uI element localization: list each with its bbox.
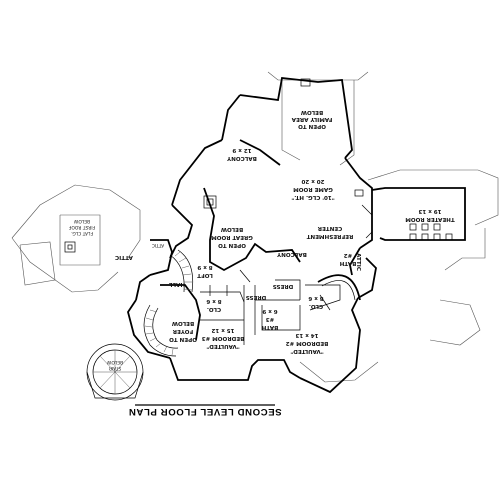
label-theater: THEATER ROOM 19 x 13 xyxy=(405,208,455,222)
label-attic-small-line1: ATTIC xyxy=(152,242,164,248)
label-clo-left-line2: 8 x 6 xyxy=(206,298,221,304)
label-open-family-line2: FAMILY AREA xyxy=(291,116,332,122)
label-open-foyer-line2: FOYER xyxy=(172,328,193,334)
label-open-great: OPEN TO GREAT ROOM BELOW xyxy=(211,226,253,248)
label-stair-below: STAIR BELOW xyxy=(106,359,123,371)
label-attic-right-line1: ATTIC xyxy=(355,253,361,271)
label-open-foyer: OPEN TO FOYER BELOW xyxy=(169,320,197,342)
label-stair-below-line2: BELOW xyxy=(106,359,123,365)
label-clo-right-line1: CLO. xyxy=(309,303,323,309)
label-refreshment-line1: REFRESHMENT xyxy=(306,233,353,239)
label-hall: HALL xyxy=(168,281,185,287)
label-attic-right: ATTIC xyxy=(355,253,361,271)
label-flat-clg-line3: BELOW xyxy=(73,218,90,224)
label-open-family-line3: BELOW xyxy=(301,109,323,115)
label-game-room: "10' CLG. HT." GAME ROOM 20 x 20 xyxy=(291,178,334,200)
label-bath2: BATH #2 xyxy=(339,252,356,266)
label-loft-line1: LOFT xyxy=(197,272,213,278)
label-hall-line1: HALL xyxy=(168,281,185,287)
label-bath3-line1: BATH xyxy=(261,324,278,330)
label-bedroom3-line1: "VAULTED" xyxy=(206,343,239,349)
label-theater-line1: THEATER ROOM xyxy=(405,216,455,222)
label-balcony-top-line2: 12 x 9 xyxy=(232,147,251,153)
label-bedroom2-line3: 14 x 13 xyxy=(295,332,318,338)
exterior-walls xyxy=(127,77,466,394)
label-loft-line2: 8 x 9 xyxy=(197,264,212,270)
label-loft: LOFT 8 x 9 xyxy=(197,264,213,278)
label-open-great-line1: OPEN TO xyxy=(218,242,246,248)
label-bath3: BATH #3 6 x 9 xyxy=(261,308,278,330)
stair-below-circle xyxy=(86,343,144,401)
label-clo-right-line2: 8 x 6 xyxy=(308,295,323,301)
theater-seats xyxy=(409,223,453,241)
label-balcony-top-line1: BALCONY xyxy=(226,155,257,161)
bay-wall-right xyxy=(317,274,361,301)
label-bedroom2-line1: "VAULTED" xyxy=(290,348,323,354)
roof-outlines xyxy=(11,71,499,383)
interior-walls xyxy=(64,78,364,345)
label-bath2-line1: BATH xyxy=(339,260,356,266)
label-open-foyer-line3: BELOW xyxy=(172,320,194,326)
label-flat-clg: FLAT CLG. FIRST ROOF BELOW xyxy=(68,218,95,236)
label-refreshment-line2: CENTER xyxy=(317,225,342,231)
refreshment-counter xyxy=(361,204,373,239)
label-dress-2: DRESS xyxy=(273,283,294,289)
label-attic-left: ATTIC xyxy=(115,254,133,260)
label-clo-right: CLO. 8 x 6 xyxy=(308,295,323,309)
label-bedroom2: "VAULTED" BEDROOM #2 14 x 13 xyxy=(286,332,329,354)
label-theater-line2: 19 x 13 xyxy=(418,208,441,214)
label-attic-small: ATTIC xyxy=(152,242,164,248)
label-game-room-line2: GAME ROOM xyxy=(293,186,333,192)
label-refreshment: REFRESHMENT CENTER xyxy=(306,225,353,239)
label-stair-below-line1: STAIR xyxy=(109,365,121,371)
label-bedroom2-line2: BEDROOM #2 xyxy=(286,340,329,346)
label-clo-left-line1: CLO. xyxy=(207,306,221,312)
spiral-stair-lower xyxy=(143,304,179,357)
plan-title: SECOND LEVEL FLOOR PLAN xyxy=(128,406,281,417)
label-open-foyer-line1: OPEN TO xyxy=(169,336,197,342)
plan-title-group: SECOND LEVEL FLOOR PLAN xyxy=(128,404,282,417)
label-bedroom3-line2: BEDROOM #3 xyxy=(202,335,245,341)
label-balcony-top: BALCONY 12 x 9 xyxy=(226,147,257,161)
label-game-room-line1: "10' CLG. HT." xyxy=(291,194,334,200)
label-open-family-line1: OPEN TO xyxy=(298,123,326,129)
label-flat-clg-line2: FIRST ROOF xyxy=(68,224,95,230)
label-dress-1: DRESS xyxy=(246,294,267,300)
label-balcony-mid: BALCONY xyxy=(276,251,307,257)
label-bedroom3: "VAULTED" BEDROOM #3 15 x 12 xyxy=(202,327,245,349)
label-bath3-line3: 6 x 9 xyxy=(262,308,277,314)
label-open-great-line3: BELOW xyxy=(221,226,243,232)
label-dress-2-line1: DRESS xyxy=(273,283,294,289)
label-balcony-mid-line1: BALCONY xyxy=(276,251,307,257)
label-attic-left-line1: ATTIC xyxy=(115,254,133,260)
label-bath2-line2: #2 xyxy=(344,252,353,258)
label-open-family: OPEN TO FAMILY AREA BELOW xyxy=(291,109,332,129)
spiral-stair-upper xyxy=(169,249,194,293)
label-game-room-line3: 20 x 20 xyxy=(301,178,324,184)
bay-inner-right xyxy=(321,280,356,301)
label-dress-1-line1: DRESS xyxy=(246,294,267,300)
label-open-great-line2: GREAT ROOM xyxy=(211,234,253,240)
label-bedroom3-line3: 15 x 12 xyxy=(211,327,234,333)
label-bath3-line2: #3 xyxy=(266,316,275,322)
label-flat-clg-line1: FLAT CLG. xyxy=(71,230,93,236)
label-clo-left: CLO. 8 x 6 xyxy=(206,298,221,312)
